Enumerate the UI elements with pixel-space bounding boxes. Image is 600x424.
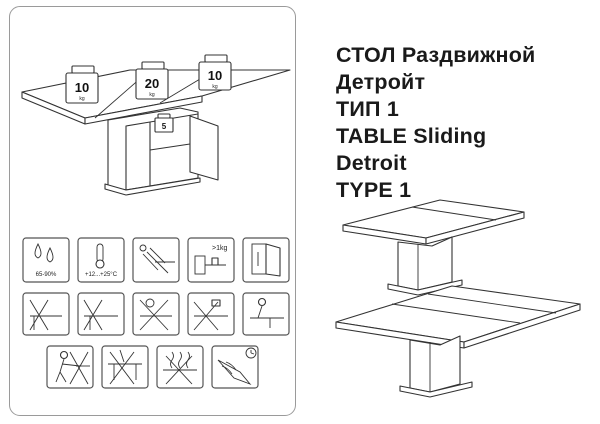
clock-icon [245,347,257,359]
title-line-5: Detroit [336,151,407,175]
svg-text:>1kg: >1kg [212,245,227,252]
title-line-1: СТОЛ Раздвижной [336,43,536,67]
title-line-3: ТИП 1 [336,97,399,121]
svg-text:65-90%: 65-90% [36,272,57,278]
table-extended-drawing [335,285,581,398]
svg-text:5: 5 [162,122,167,131]
table-base [104,107,219,196]
weight-icon-shelf: 5 [154,113,174,133]
svg-text:kg: kg [149,92,155,98]
no-disassemble-icon [101,345,149,389]
no-push-icon [46,345,94,389]
svg-text:10: 10 [208,68,222,83]
no-lean-icon [77,292,125,336]
svg-text:kg: kg [79,96,85,102]
title-line-6: TYPE 1 [336,178,412,202]
sunlight-icon [132,237,180,283]
product-title: СТОЛ Раздвижной Детройт ТИП 1 TABLE Slid… [336,42,535,204]
door-icon [242,237,290,283]
svg-text:+12...+25°C: +12...+25°C [85,272,118,278]
no-stand-icon [22,292,70,336]
svg-text:20: 20 [145,76,159,91]
svg-text:10: 10 [75,80,89,95]
title-line-4: TABLE Sliding [336,124,487,148]
no-hang-icon [132,292,180,336]
title-line-2: Детройт [336,70,426,94]
table-closed-drawing [342,199,525,296]
load-limit-icon: >1kg [187,237,235,283]
svg-text:kg: kg [212,84,218,90]
weight-icon-left: 10 kg [65,65,99,104]
no-heat-icon [156,345,204,389]
illustration-frame [9,6,296,416]
no-sit-icon [242,292,290,336]
weight-icon-right: 10 kg [198,54,232,91]
humidity-icon: 65-90% [22,237,70,283]
clean-icon [211,345,259,389]
weight-icon-center: 20 kg [135,61,169,100]
no-tools-icon [187,292,235,336]
temperature-icon: +12...+25°C [77,237,125,283]
